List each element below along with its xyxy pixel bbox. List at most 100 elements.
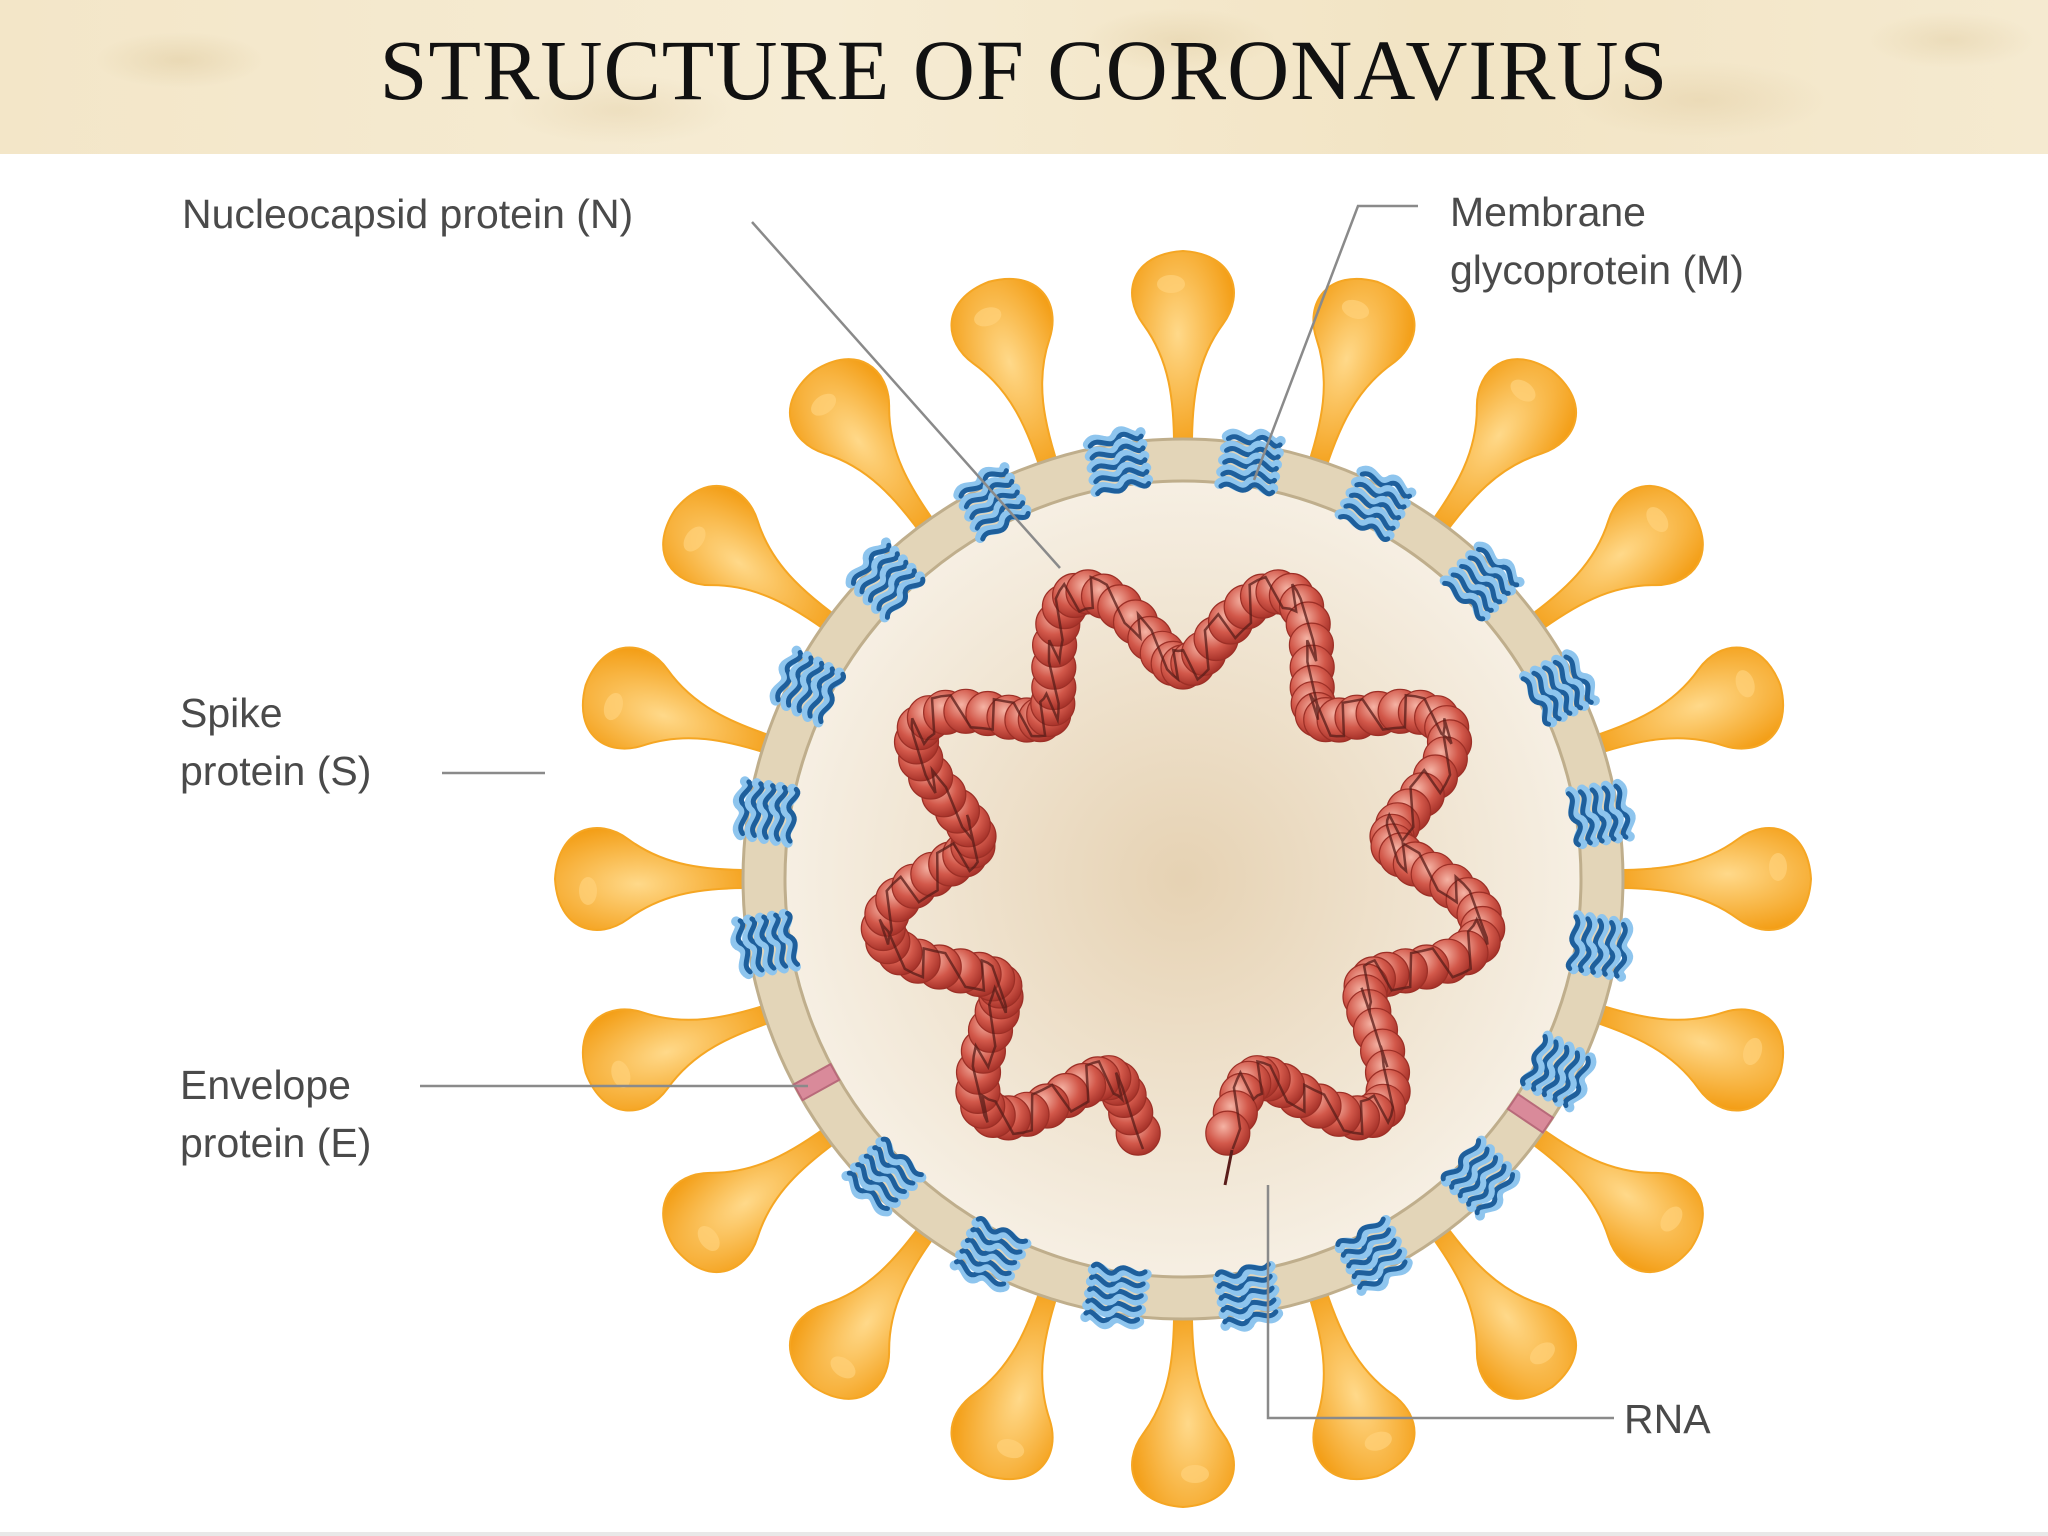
spike-label-line2: protein (S) [180,748,372,794]
helix-strand-dark [1542,665,1573,716]
membrane-glycoprotein [1214,428,1286,497]
spike-protein [581,646,788,760]
helix-strand-dark [1457,1155,1499,1199]
spike-highlight [603,692,624,721]
helix-strand-dark [807,666,836,719]
helix-strand-dark [1216,1273,1273,1291]
spike-shape [1302,277,1416,484]
helix-strand-dark [867,559,909,603]
helix-strand-dark [1577,916,1593,973]
envelope-proteins [792,1062,1555,1134]
membrane-glycoprotein [1334,465,1417,542]
helix-strand-dark [980,510,1031,542]
spike-protein [1421,358,1578,546]
helix-strand-dark [1520,1033,1548,1087]
helix-strand-dark [1467,555,1511,596]
spike-highlight [1735,670,1755,698]
spike-shape [662,484,850,641]
helix-strand-dark [850,542,892,586]
spike-shape [788,1212,945,1400]
helix-strand-dark [1351,1248,1403,1280]
spike-highlight [579,877,597,905]
spike-shape [1131,1298,1235,1509]
spike-protein [1578,998,1785,1112]
rna-label: RNA [1624,1396,1711,1442]
helix-strand-dark [1218,481,1276,497]
helix-strand-dark [863,1153,907,1195]
helix-strand-dark [974,500,1026,531]
nucleocapsid-leader-line [751,221,1061,569]
helix-strand-dark [1476,546,1520,588]
spike-shape [950,1274,1064,1481]
helix-strand-dark [1459,563,1503,605]
envelope-label-line2: protein (E) [180,1120,372,1166]
membrane-glycoprotein [1519,649,1600,728]
membrane-glycoprotein [1080,1261,1152,1330]
spike-highlight [1510,379,1536,402]
spike-protein [1421,1212,1578,1400]
membrane-glycoprotein [1565,778,1636,850]
spike-highlight [1364,1431,1392,1451]
spike-proteins [553,249,1813,1509]
helix-strand-dark [1440,1138,1482,1182]
membrane-glycoprotein [1520,1030,1597,1113]
helix-strand-dark [762,783,777,840]
helix-strand-dark [1601,785,1619,842]
membrane-glycoprotein [1439,541,1525,622]
spike-highlight [1181,1465,1209,1483]
helix-strand-dark [1565,914,1581,972]
spike-shape [1421,358,1578,546]
helix-strand-dark [1359,471,1413,500]
helix-strand-dark [785,655,814,708]
helix-strand-dark [1520,676,1552,727]
helix-strand-dark [846,1170,890,1212]
membrane-glycoprotein [1082,426,1154,497]
helix-strand-dark [1095,479,1152,497]
membrane-label: Membrane glycoprotein (M) [1450,183,1744,299]
helix-strand-dark [818,671,846,725]
helix-strand-dark [1085,1297,1142,1312]
spike-label-line1: Spike [180,690,283,736]
helix-strand-dark [771,912,789,969]
spike-protein [662,484,850,641]
spike-highlight [1646,507,1669,533]
spike-highlight [1660,1206,1683,1232]
helix-strand-dark [783,910,801,967]
spike-shape [1131,249,1235,460]
helix-strand-dark [738,779,753,837]
spike-protein [1602,827,1813,931]
parchment-texture [0,0,2048,154]
spike-shape [1516,1117,1704,1274]
helix-strand-dark [876,568,917,612]
helix-strand-dark [859,551,900,595]
helix-strand-dark [1220,469,1277,485]
helix-strand-dark [1563,654,1594,705]
title-banner: STRUCTURE OF CORONAVIRUS [0,0,2048,154]
membrane-glycoproteins [730,426,1636,1332]
spike-protein [950,277,1064,484]
helix-strand-dark [1552,1050,1581,1103]
helix-strand-dark [975,1216,1029,1244]
helix-strand-dark [1565,791,1583,848]
membrane-glycoprotein [845,537,926,623]
spike-protein [553,827,764,931]
helix-strand-dark [1083,1309,1141,1324]
helix-strand-dark [1087,431,1144,449]
membrane-leader-line [1252,204,1418,481]
envelope-protein-bar [1506,1092,1555,1134]
helix-strand-dark [1589,787,1607,844]
helix-strand-dark [1220,1297,1277,1315]
spike-shape [1602,827,1813,931]
coronavirus-diagram [0,154,2048,1532]
helix-strand-dark [1335,1216,1386,1248]
spike-protein [1578,646,1785,760]
helix-strand-dark [1090,1261,1148,1277]
helix-strand-dark [750,781,765,838]
helix-strand-dark [1450,572,1494,613]
rna-leader-line [1266,1185,1614,1420]
spike-protein [662,1117,850,1274]
spike-highlight [683,526,706,552]
helix-strand-dark [1613,783,1631,840]
spike-shape [1578,646,1785,760]
helix-strand-dark [1348,492,1402,521]
